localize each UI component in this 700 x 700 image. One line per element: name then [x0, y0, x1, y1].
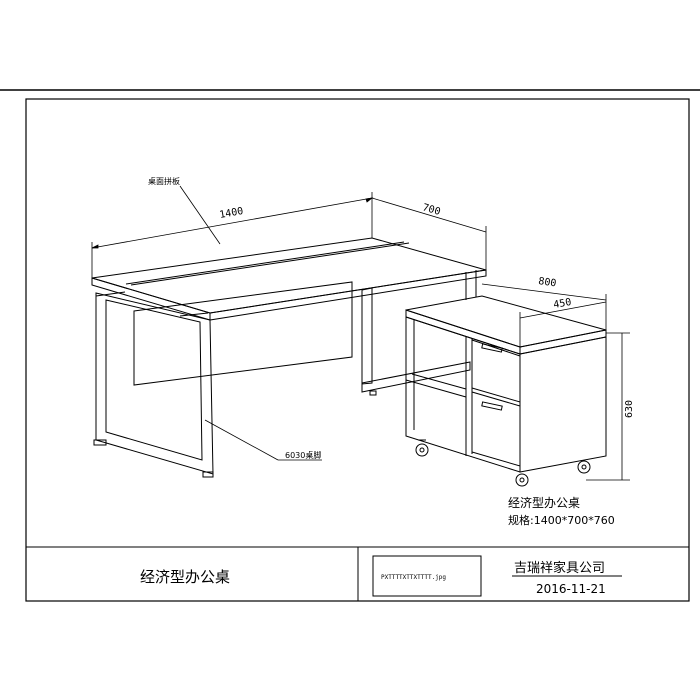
cabinet-drawer-lower [471, 391, 521, 467]
frame-leader-line [204, 419, 279, 461]
desktop-leader-line [179, 185, 221, 245]
title-block [26, 546, 689, 601]
desk-top-front-edge [91, 277, 211, 321]
dim-cabinet-depth: 450 [553, 297, 573, 311]
front-left-leg-inner [105, 299, 203, 461]
drawer-handle-upper [481, 343, 503, 353]
stamp-box [372, 555, 482, 597]
side-cabinet [405, 295, 607, 487]
drawer-handle-lower [481, 401, 503, 411]
dimension-lines [91, 192, 630, 481]
desk [91, 237, 487, 478]
company-name: 吉瑞祥家具公司 [514, 560, 605, 576]
cabinet-top [405, 295, 607, 348]
dim-cabinet-length: 800 [538, 276, 557, 289]
desk-top-joint-line [125, 241, 405, 285]
frame-callout: 6030桌脚 [285, 450, 321, 460]
drawing-date: 2016-11-21 [536, 582, 606, 596]
dim-desk-width: 1400 [219, 206, 245, 221]
desk-top-surface [91, 237, 487, 314]
cabinet-shelf [405, 379, 467, 398]
cabinet-front [519, 336, 607, 473]
product-name: 经济型办公桌 [508, 495, 580, 510]
desk-top-right-edge [209, 269, 487, 321]
caster-wheels [415, 439, 591, 487]
desktop-callout: 桌面拼板 [148, 176, 180, 186]
stamp-text: PXTTTTXTTXTTTT.jpg [381, 574, 446, 581]
dim-desk-depth: 700 [421, 202, 441, 218]
modesty-panel [133, 281, 353, 386]
cabinet-side [405, 316, 521, 473]
back-right-leg-frame [361, 287, 373, 385]
dim-cabinet-height: 630 [624, 400, 635, 418]
drawing-title: 经济型办公桌 [140, 568, 230, 586]
cabinet-drawer-upper [471, 339, 521, 403]
front-left-leg-frame [95, 292, 214, 475]
product-spec: 规格:1400*700*760 [508, 513, 615, 527]
